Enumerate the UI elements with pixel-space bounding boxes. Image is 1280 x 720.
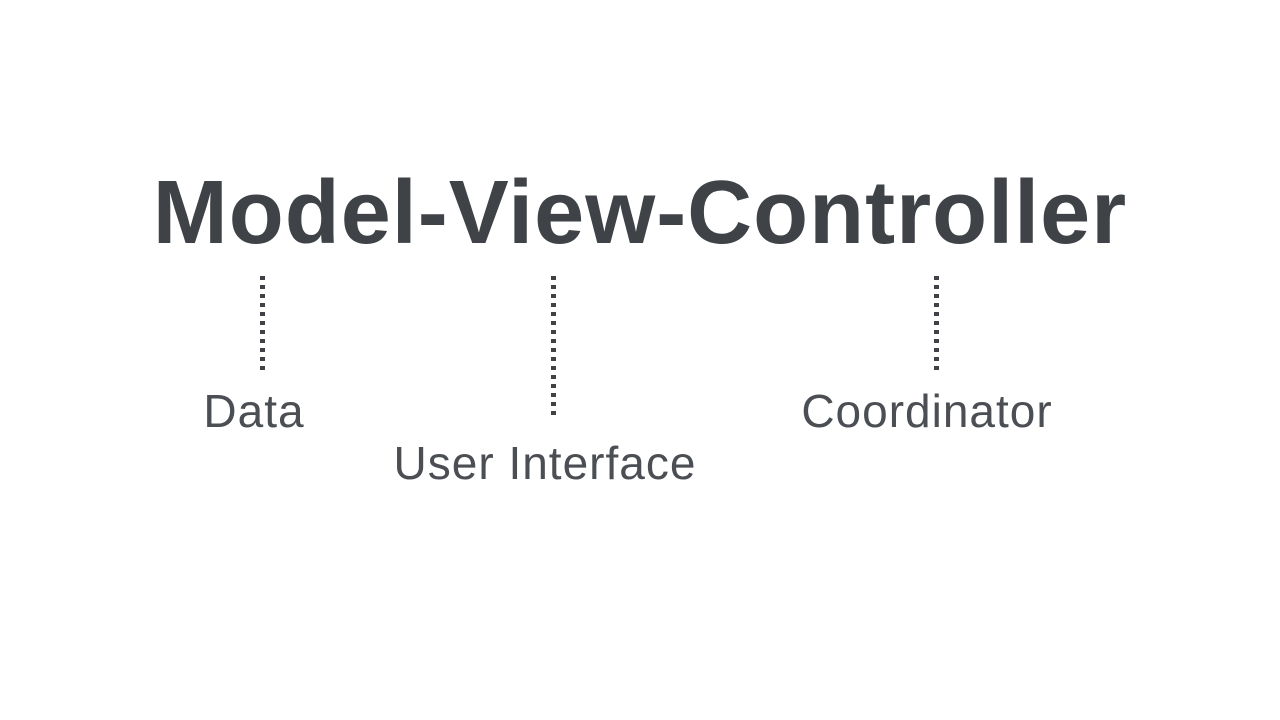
model-dotted-connector (260, 276, 265, 370)
diagram-title: Model-View-Controller (152, 163, 1128, 263)
controller-annotation-label: Coordinator (801, 385, 1053, 437)
model-annotation-label: Data (203, 385, 305, 437)
controller-dotted-connector (934, 276, 939, 370)
view-annotation-label: User Interface (393, 437, 697, 489)
view-dotted-connector (551, 276, 556, 417)
